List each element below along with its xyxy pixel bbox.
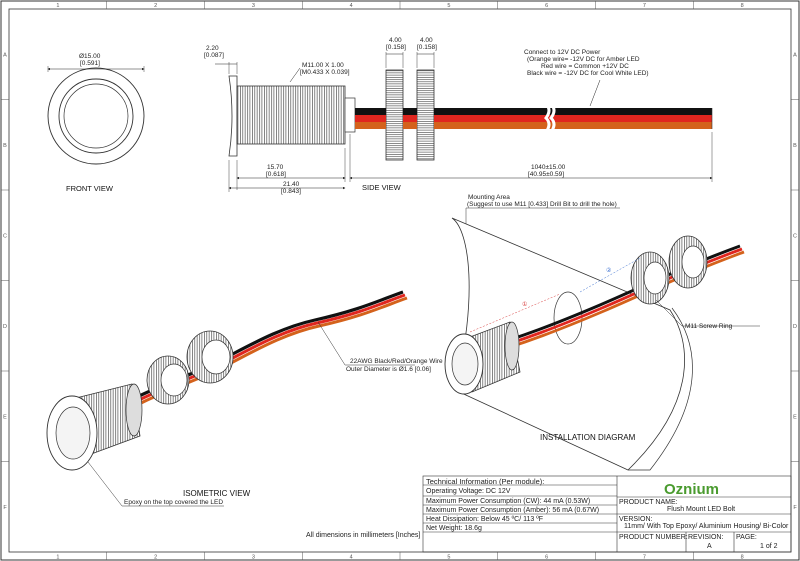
ruler-label-right-B: B bbox=[793, 143, 797, 149]
ruler-label-left-A: A bbox=[3, 52, 7, 58]
front-view-drawing: Ø15.00 [0.591] bbox=[47, 53, 145, 165]
ruler-label-bottom-2: 2 bbox=[154, 555, 157, 561]
epoxy-note: Epoxy on the top covered the LED bbox=[124, 499, 223, 506]
ruler-label-top-8: 8 bbox=[741, 3, 744, 9]
flange-dim-in: [0.087] bbox=[204, 52, 224, 59]
wire-note-line2: Outer Diameter is Ø1.6 [0.06] bbox=[346, 366, 431, 373]
ruler-label-top-7: 7 bbox=[643, 3, 646, 9]
ruler-label-top-3: 3 bbox=[252, 3, 255, 9]
nut2-dim-in: [0.158] bbox=[417, 44, 437, 51]
ruler-label-right-A: A bbox=[793, 52, 797, 58]
tech-row-heat: Heat Dissipation: Below 45 ºC/ 113 ºF bbox=[426, 516, 544, 523]
svg-text:Black wire = -12V DC for Cool: Black wire = -12V DC for Cool White LED) bbox=[527, 70, 649, 77]
thread-dim-mm: M11.00 X 1.00 bbox=[302, 62, 344, 69]
side-view-drawing bbox=[215, 52, 713, 192]
version-value: 11mm/ With Top Epoxy/ Aluminium Housing/… bbox=[624, 523, 789, 530]
isometric-view-title: ISOMETRIC VIEW bbox=[183, 489, 251, 498]
ruler-label-left-D: D bbox=[3, 324, 7, 330]
wire-length-in: [40.95±0.59] bbox=[528, 171, 564, 178]
svg-text:(Orange wire= -12V DC for Ambe: (Orange wire= -12V DC for Amber LED bbox=[527, 56, 640, 63]
revision-value: A bbox=[707, 543, 712, 550]
nut2-dim-mm: 4.00 bbox=[420, 37, 433, 44]
install-marker-2: ② bbox=[606, 267, 612, 274]
mounting-note-line2: (Suggest to use M11 [0.433] Drill Bit to… bbox=[467, 201, 617, 208]
body-dim-in: [0.618] bbox=[266, 171, 286, 178]
flange-dim-mm: 2.20 bbox=[206, 45, 219, 52]
install-marker-1: ① bbox=[522, 301, 527, 308]
thread-dim-in: [M0.433 X 0.039] bbox=[300, 69, 350, 76]
svg-text:Red wire = Common +12V DC: Red wire = Common +12V DC bbox=[541, 63, 629, 70]
total-dim-mm: 21.40 bbox=[283, 181, 300, 188]
mounting-note-line1: Mounting Area bbox=[468, 194, 510, 201]
revision-label: REVISION: bbox=[688, 534, 724, 541]
nut1-dim-in: [0.158] bbox=[386, 44, 406, 51]
nut1-dim-mm: 4.00 bbox=[389, 37, 402, 44]
title-block-grid bbox=[422, 475, 792, 553]
ruler-label-bottom-3: 3 bbox=[252, 555, 255, 561]
ruler-label-bottom-7: 7 bbox=[643, 555, 646, 561]
front-diameter-mm: Ø15.00 bbox=[79, 53, 101, 60]
isometric-view-drawing bbox=[46, 290, 415, 507]
ruler-label-left-E: E bbox=[3, 414, 7, 420]
ruler-label-bottom-8: 8 bbox=[741, 555, 744, 561]
ruler-label-bottom-1: 1 bbox=[56, 555, 59, 561]
wire-length-mm: 1040±15.00 bbox=[531, 164, 566, 171]
side-nut-1 bbox=[385, 69, 404, 161]
product-name-value: Flush Mount LED Bolt bbox=[667, 506, 736, 513]
ruler-label-top-4: 4 bbox=[350, 3, 353, 9]
product-name-label: PRODUCT NAME: bbox=[619, 499, 678, 506]
tech-info-header: Technical Information (Per module): bbox=[426, 477, 545, 486]
ruler-label-top-6: 6 bbox=[545, 3, 548, 9]
front-diameter-in: [0.591] bbox=[80, 60, 100, 67]
ruler-label-top-1: 1 bbox=[56, 3, 59, 9]
ruler-label-left-F: F bbox=[3, 505, 7, 511]
body-dim-mm: 15.70 bbox=[267, 164, 284, 171]
installation-drawing bbox=[444, 207, 760, 471]
ruler-label-top-5: 5 bbox=[447, 3, 450, 9]
ruler-label-right-F: F bbox=[793, 505, 797, 511]
dimensions-note: All dimensions in millimeters [Inches] bbox=[306, 532, 421, 539]
ruler-label-right-E: E bbox=[793, 414, 797, 420]
ruler-label-left-C: C bbox=[3, 233, 7, 239]
wiring-note: Connect to 12V DC Power (Orange wire= -1… bbox=[524, 49, 649, 77]
front-view-title: FRONT VIEW bbox=[66, 184, 114, 193]
installation-diagram-title: INSTALLATION DIAGRAM bbox=[540, 433, 636, 442]
tech-row-voltage: Operating Voltage: DC 12V bbox=[426, 488, 511, 495]
ruler-label-top-2: 2 bbox=[154, 3, 157, 9]
brand-logo: Oznium bbox=[664, 481, 719, 498]
ruler-label-right-C: C bbox=[793, 233, 797, 239]
tech-row-weight: Net Weight: 18.6g bbox=[426, 525, 482, 532]
tech-row-power-cw: Maximum Power Consumption (CW): 44 mA (0… bbox=[426, 498, 591, 505]
side-view-title: SIDE VIEW bbox=[362, 183, 402, 192]
version-label: VERSION: bbox=[619, 516, 653, 523]
ruler-label-bottom-5: 5 bbox=[447, 555, 450, 561]
page-label: PAGE: bbox=[736, 534, 757, 541]
screw-ring-label: M11 Screw Ring bbox=[685, 323, 733, 330]
product-number-label: PRODUCT NUMBER: bbox=[619, 534, 688, 541]
total-dim-in: [0.843] bbox=[281, 188, 301, 195]
wire-note-line1: 22AWG Black/Red/Orange Wire bbox=[350, 358, 443, 365]
svg-text:Connect to 12V DC Power: Connect to 12V DC Power bbox=[524, 49, 601, 56]
ruler-label-bottom-4: 4 bbox=[350, 555, 353, 561]
ruler-label-left-B: B bbox=[3, 143, 7, 149]
ruler-label-right-D: D bbox=[793, 324, 797, 330]
tech-row-power-amber: Maximum Power Consumption (Amber): 56 mA… bbox=[426, 507, 600, 514]
page-value: 1 of 2 bbox=[760, 543, 778, 550]
ruler-label-bottom-6: 6 bbox=[545, 555, 548, 561]
side-nut-2 bbox=[416, 69, 435, 161]
